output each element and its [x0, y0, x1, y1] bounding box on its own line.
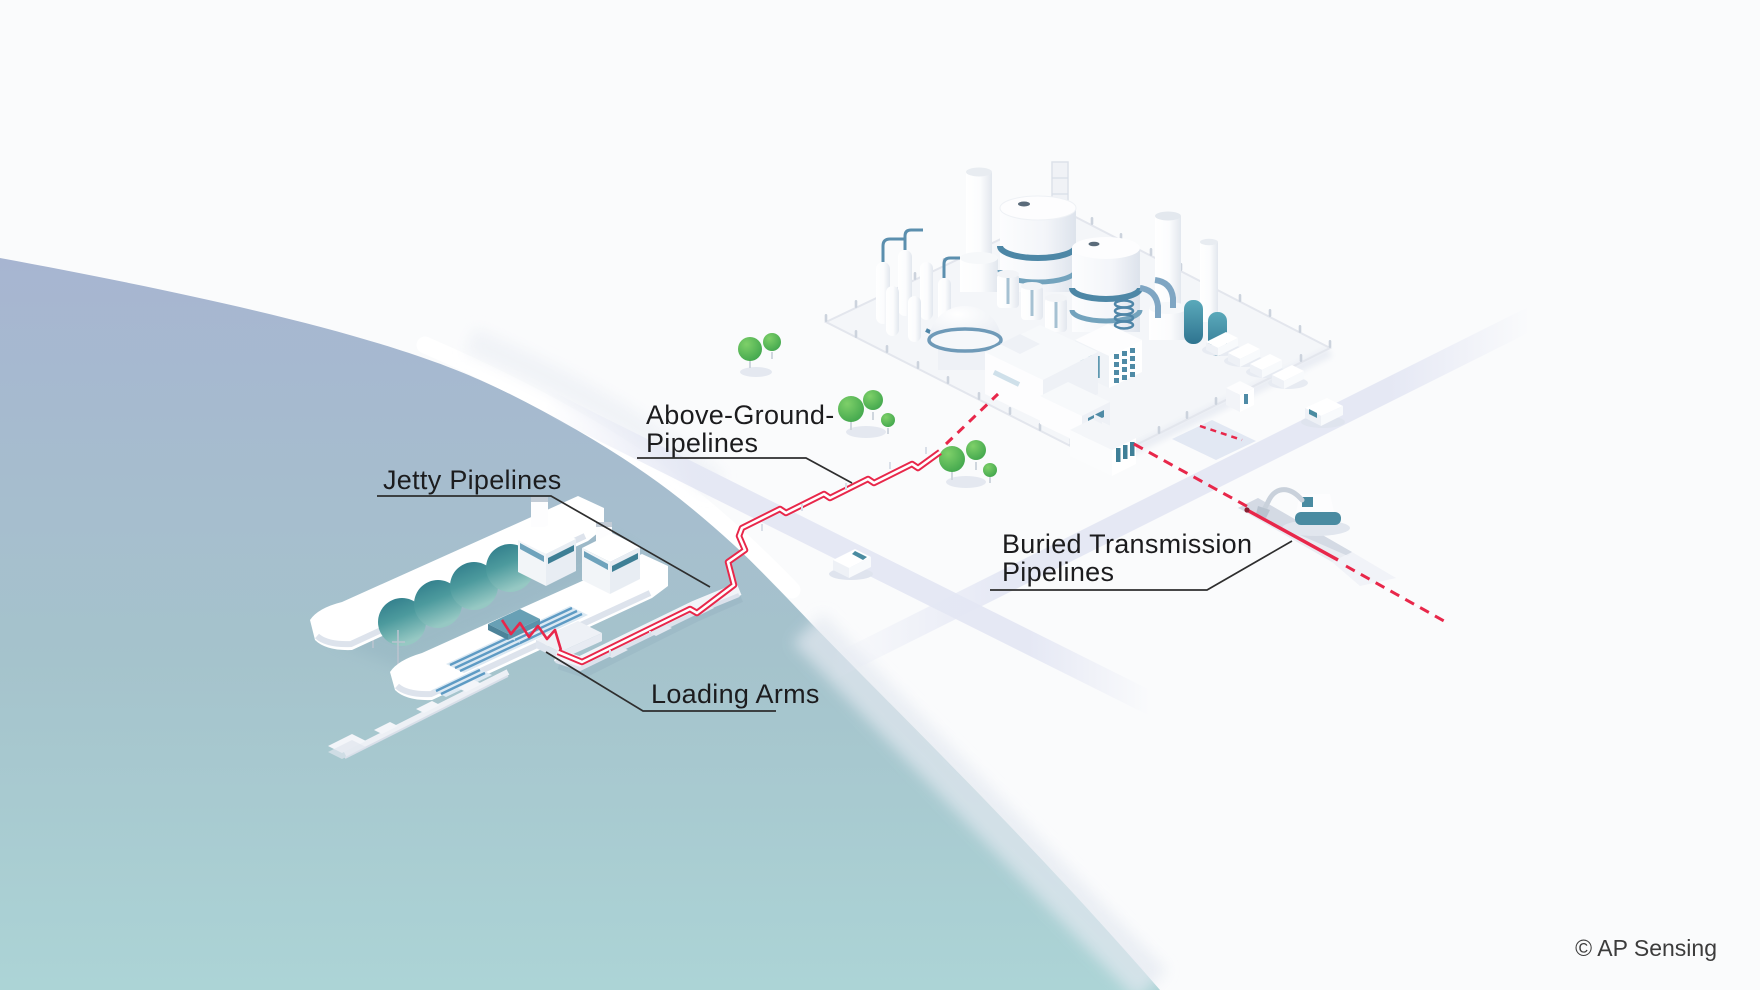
process-columns: [876, 228, 987, 347]
service-van-road2: [1301, 398, 1345, 428]
ships: [310, 496, 668, 701]
storage-tank-2: [1069, 237, 1143, 332]
labels: Jetty Pipelines Above-Ground- Pipelines …: [377, 400, 1293, 712]
road-shore-parallel: [545, 388, 1150, 716]
label-text: Pipelines: [646, 428, 758, 458]
dome-tank: [927, 306, 1003, 370]
lng-plant: [876, 161, 1308, 476]
label-loading-arms: Loading Arms: [545, 651, 820, 712]
small-tanks: [997, 270, 1176, 332]
ship-bridge: [582, 522, 640, 594]
label-text: Pipelines: [1002, 557, 1114, 587]
gate-crossing-dashed: [1199, 424, 1243, 442]
label-text: Buried Transmission: [1002, 529, 1252, 559]
label-above-ground-pipelines: Above-Ground- Pipelines: [637, 400, 853, 484]
excavator: [1256, 487, 1350, 536]
label-buried-transmission-pipelines: Buried Transmission Pipelines: [990, 529, 1293, 591]
label-text: Above-Ground-: [646, 400, 835, 430]
lng-sphere-tank: [450, 562, 498, 610]
copyright-text: © AP Sensing: [1575, 935, 1717, 961]
loading-platform: [536, 621, 602, 652]
pump-house-building: [1070, 414, 1136, 476]
buried-pipeline-dashed: [1133, 442, 1251, 510]
label-text: Loading Arms: [651, 679, 820, 709]
trees: [738, 333, 997, 488]
service-van-road1: [829, 549, 873, 580]
tree-cluster: [838, 390, 895, 438]
loading-arms-pipes: [500, 619, 563, 651]
chimney-stack-right: [1149, 211, 1218, 340]
tree-cluster: [738, 333, 781, 377]
road-gate: [830, 306, 1530, 682]
gate-apron: [1172, 420, 1256, 460]
ship-bridge: [518, 497, 576, 586]
roads: [545, 306, 1530, 716]
pipelines: [500, 392, 1445, 666]
guard-house: [1226, 381, 1254, 412]
chimney-stack: [960, 167, 998, 292]
lng-sphere-tank: [378, 598, 426, 646]
pipeline-supports: [609, 447, 927, 656]
truck-parking: [1202, 332, 1308, 389]
buried-pipeline-dashed-far: [1345, 564, 1445, 623]
label-text: Jetty Pipelines: [383, 465, 562, 495]
lng-sphere-tank: [414, 580, 462, 628]
catwalk-pier: [328, 669, 510, 759]
label-jetty-pipelines: Jetty Pipelines: [377, 465, 711, 588]
excavation-site: [1238, 487, 1396, 586]
trench-pipe: [1246, 508, 1339, 562]
lng-carrier-ship: [310, 496, 604, 651]
tree-cluster: [939, 440, 997, 488]
berthed-tanker-ship: [390, 522, 668, 701]
plant-entry-dashed: [944, 392, 1000, 446]
